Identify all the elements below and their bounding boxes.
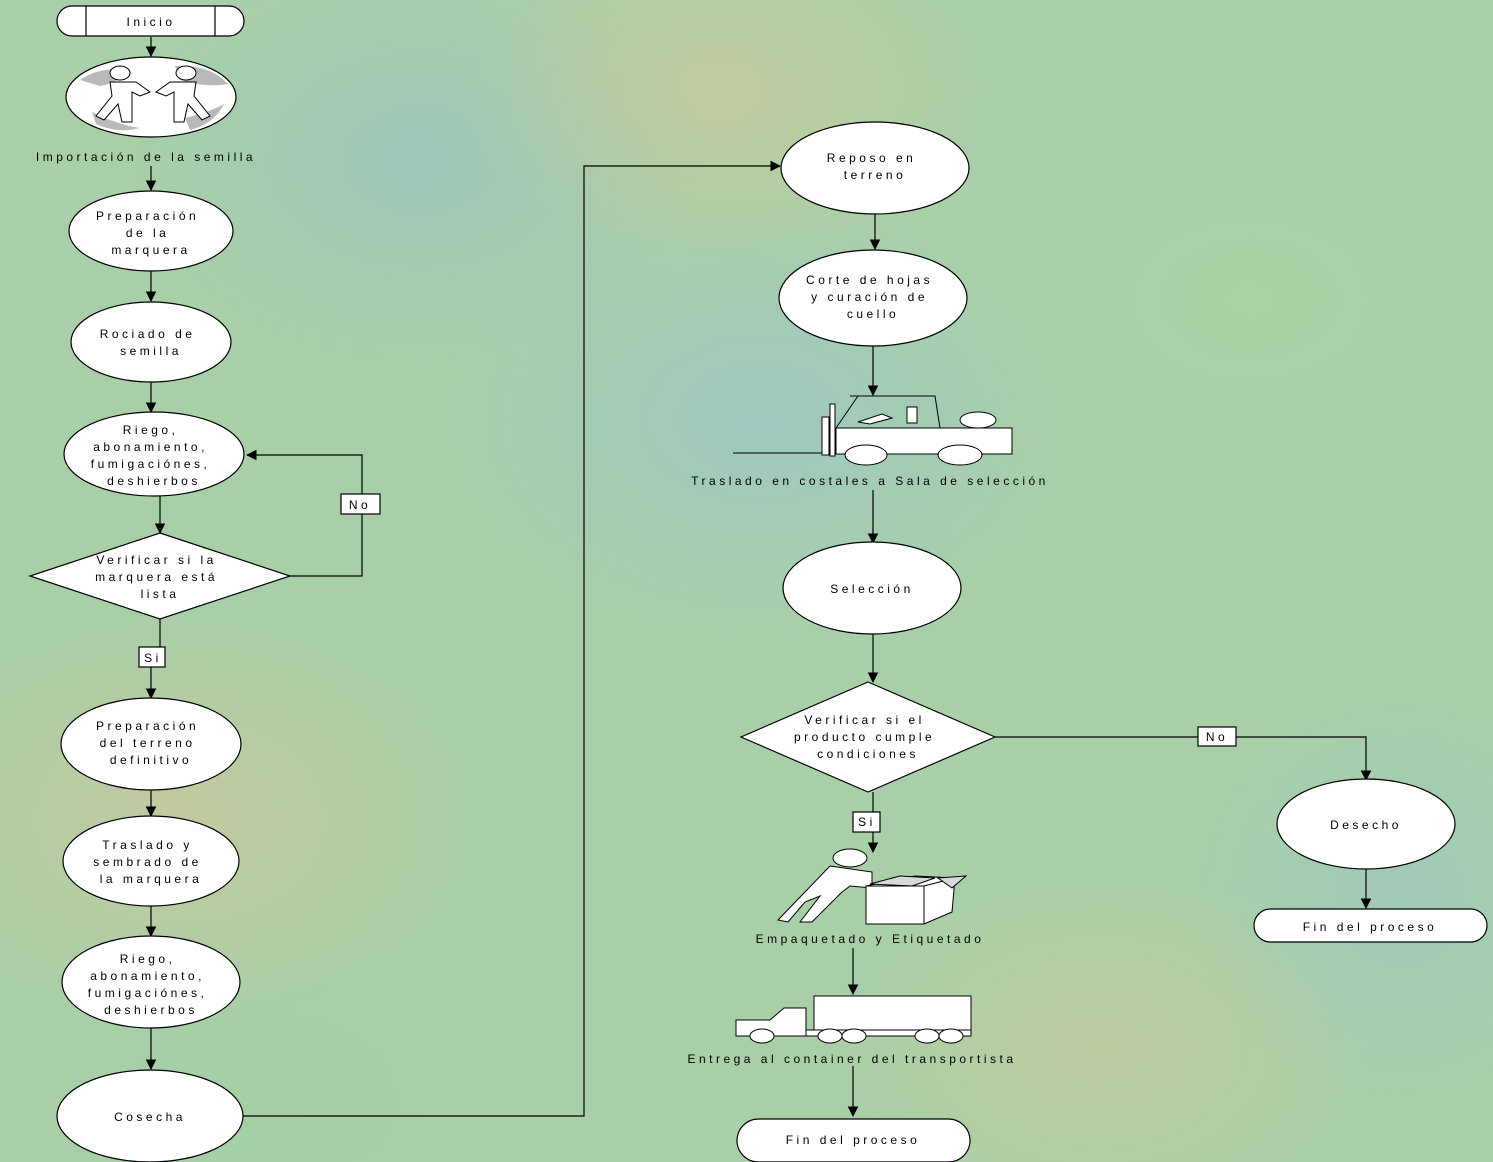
decision-producto: Verificar si el producto cumple condicio… <box>739 681 997 793</box>
decision-marquera-label: Verificar si la marquera está lista <box>95 553 225 601</box>
end-node-desecho: Fin del proceso <box>1253 908 1488 943</box>
cosecha-label: Cosecha <box>114 1110 186 1124</box>
desecho-node: Desecho <box>1276 778 1456 870</box>
edge-no-desecho <box>995 736 1372 782</box>
riego-node-1: Riego, abonamiento, fumigaciónes, deshie… <box>63 411 245 497</box>
handshake-globe-icon <box>65 56 237 138</box>
preparacion-marquera-node: Preparación de la marquera <box>68 190 234 272</box>
decision-marquera: Verificar si la marquera está lista <box>28 532 292 620</box>
svg-text:No: No <box>1206 730 1228 744</box>
edge-label-si-marquera: Si <box>138 646 166 668</box>
entrega-label: Entrega al container del transportista <box>687 1052 1016 1066</box>
end-node-main: Fin del proceso <box>736 1118 971 1162</box>
start-node: Inicio <box>56 5 245 37</box>
reposo-label: Reposo en terreno <box>827 151 923 182</box>
decision-producto-label: Verificar si el producto cumple condicio… <box>794 713 942 761</box>
preparacion-terreno-label: Preparación del terreno definitivo <box>96 719 206 767</box>
truck-icon <box>735 995 972 1044</box>
start-label: Inicio <box>126 15 175 29</box>
forklift-icon <box>733 395 1013 466</box>
svg-text:No: No <box>349 498 371 512</box>
cosecha-node: Cosecha <box>56 1069 244 1162</box>
traslado-sembrado-label: Traslado y sembrado de la marquera <box>93 838 208 886</box>
edge-no-loop <box>245 449 363 577</box>
riego-node-2: Riego, abonamiento, fumigaciónes, deshie… <box>61 935 241 1029</box>
seleccion-label: Selección <box>830 582 914 596</box>
person-lifting-box-icon <box>777 848 968 925</box>
edge-label-no-producto: No <box>1197 726 1237 747</box>
seleccion-node: Selección <box>782 541 962 635</box>
edge-label-no-marquera: No <box>340 493 381 515</box>
empaquetado-label: Empaquetado y Etiquetado <box>756 932 985 946</box>
desecho-label: Desecho <box>1330 818 1402 832</box>
svg-text:Si: Si <box>858 815 876 829</box>
end-label-main: Fin del proceso <box>786 1133 921 1147</box>
edges <box>145 37 1372 1118</box>
rociado-node: Rociado de semilla <box>70 301 232 383</box>
riego-2-label: Riego, abonamiento, fumigaciónes, deshie… <box>88 952 214 1017</box>
corte-label: Corte de hojas y curación de cuello <box>806 273 940 321</box>
edge-cosecha-reposo <box>242 160 782 1117</box>
importacion-label: Importación de la semilla <box>36 150 256 164</box>
preparacion-terreno-node: Preparación del terreno definitivo <box>60 697 242 791</box>
preparacion-marquera-label: Preparación de la marquera <box>96 209 206 257</box>
end-label-desecho: Fin del proceso <box>1303 920 1438 934</box>
svg-text:Si: Si <box>144 651 162 665</box>
riego-1-label: Riego, abonamiento, fumigaciónes, deshie… <box>91 423 217 488</box>
rociado-label: Rociado de semilla <box>100 327 203 358</box>
edge-label-si-producto: Si <box>852 811 881 833</box>
traslado-costales-label: Traslado en costales a Sala de selección <box>691 474 1049 488</box>
corte-node: Corte de hojas y curación de cuello <box>778 249 968 347</box>
reposo-node: Reposo en terreno <box>780 121 970 215</box>
traslado-sembrado-node: Traslado y sembrado de la marquera <box>62 815 240 907</box>
